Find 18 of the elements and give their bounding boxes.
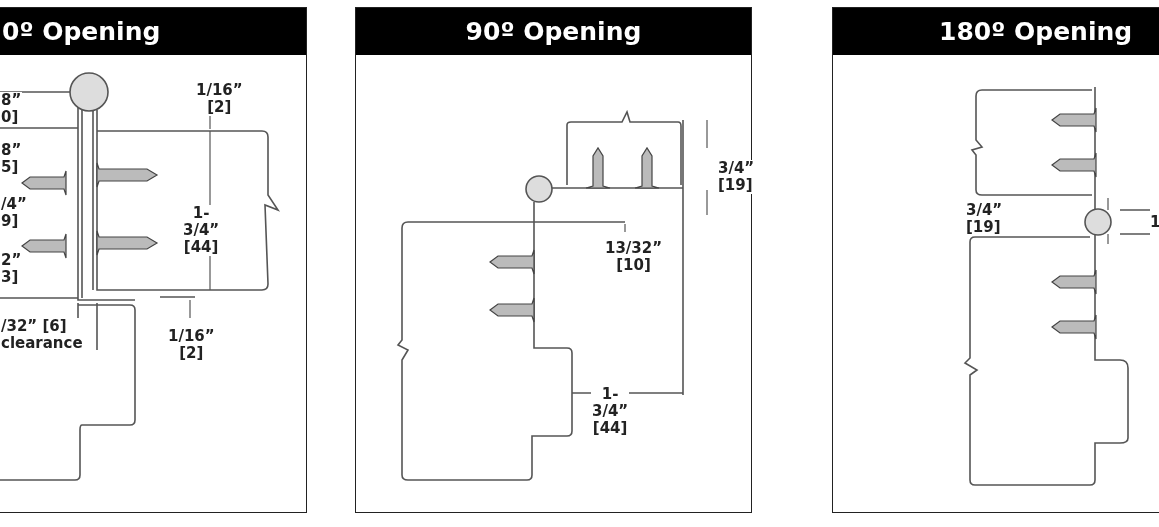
dimension-label: 1-3/4” [44] [591,386,630,437]
dimension-label: /4” 9] [0,196,28,230]
dimension-label: /32” [6] clearance [0,318,84,352]
dimension-label: 13/32” [10] [604,240,664,274]
panel-header: 90º Opening [356,8,751,55]
dimension-label: 3/4” [19] [965,202,1004,236]
panel-header: 180º Opening [833,8,1159,55]
dimension-label: 8” 5] [0,142,23,176]
diagram-panel [0,7,307,513]
dimension-label: 8” 0] [0,92,23,126]
panel-header: 0º Opening [0,8,306,55]
dimension-label: 1/16” [2] [167,328,216,362]
dimension-label: 3/4” [19] [717,160,756,194]
dimension-label: 2” 3] [0,252,23,286]
dimension-label: 1-3/4” [44] [182,205,221,256]
diagram-panel [355,7,752,513]
diagram-panel [832,7,1159,513]
dimension-label: 1/16” [2] [195,82,244,116]
